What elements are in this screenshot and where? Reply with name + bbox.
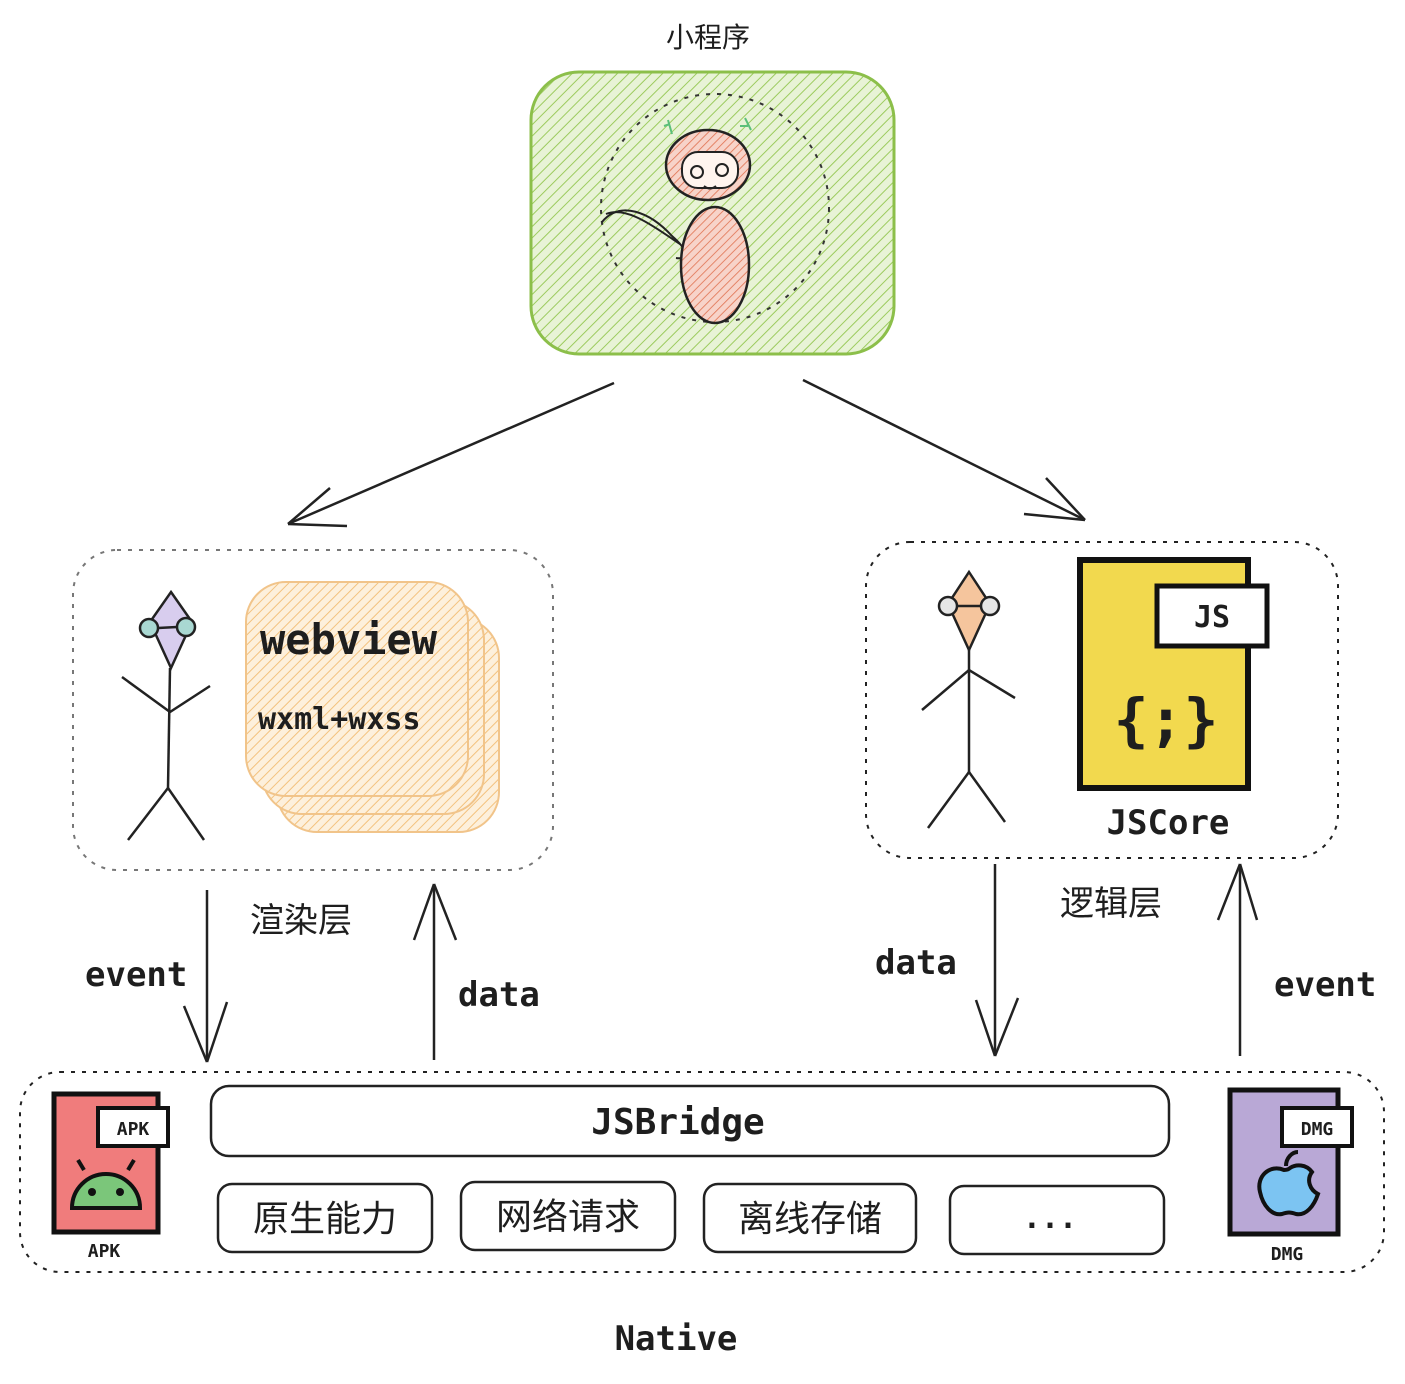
stick-figure-logic [921,569,1016,829]
stick-figure-render [121,589,211,841]
native-label: Native [615,1319,738,1359]
capability-offline-label: 离线存储 [738,1199,882,1240]
mascot-icon [601,117,752,325]
arrow-to-logic-layer [802,378,1086,522]
capability-box-more [948,1184,1166,1256]
capability-native-label: 原生能力 [253,1199,397,1240]
logic-layer-label: 逻辑层 [1060,884,1162,924]
js-braces-icon: {;} [1114,686,1219,754]
capability-box-network [459,1180,677,1252]
logic-event-label: event [1274,965,1376,1005]
dmg-tag: DMG [1301,1119,1334,1140]
render-layer-container [72,549,554,871]
jsbridge-label: JSBridge [591,1102,764,1143]
apk-caption: APK [88,1241,121,1262]
dmg-file-icon [1227,1087,1354,1237]
logic-data-label: data [875,943,957,983]
dmg-caption: DMG [1271,1244,1304,1265]
capability-more-label: ... [1023,1201,1077,1236]
jscore-label: JSCore [1107,803,1230,843]
js-tag: JS [1194,600,1230,635]
native-container [19,1071,1385,1273]
render-layer-label: 渲染层 [250,901,352,941]
capability-box-native [216,1182,434,1254]
capability-box-offline [702,1182,918,1254]
capability-network-label: 网络请求 [496,1197,640,1238]
render-event-arrow [182,890,229,1063]
webview-title: webview [260,615,438,664]
jsbridge-bar [209,1084,1171,1158]
jscore-file-icon [1077,557,1270,791]
render-data-label: data [458,975,540,1015]
apk-tag: APK [117,1119,150,1140]
webview-card [245,581,500,833]
logic-data-arrow [974,864,1020,1057]
render-data-arrow [412,883,458,1060]
webview-subtitle: wxml+wxss [258,702,421,737]
render-event-label: event [85,955,187,995]
mini-program-title: 小程序 [666,21,750,54]
arrow-to-render-layer [287,381,615,528]
apk-file-icon [51,1091,170,1235]
logic-event-arrow [1216,863,1259,1056]
